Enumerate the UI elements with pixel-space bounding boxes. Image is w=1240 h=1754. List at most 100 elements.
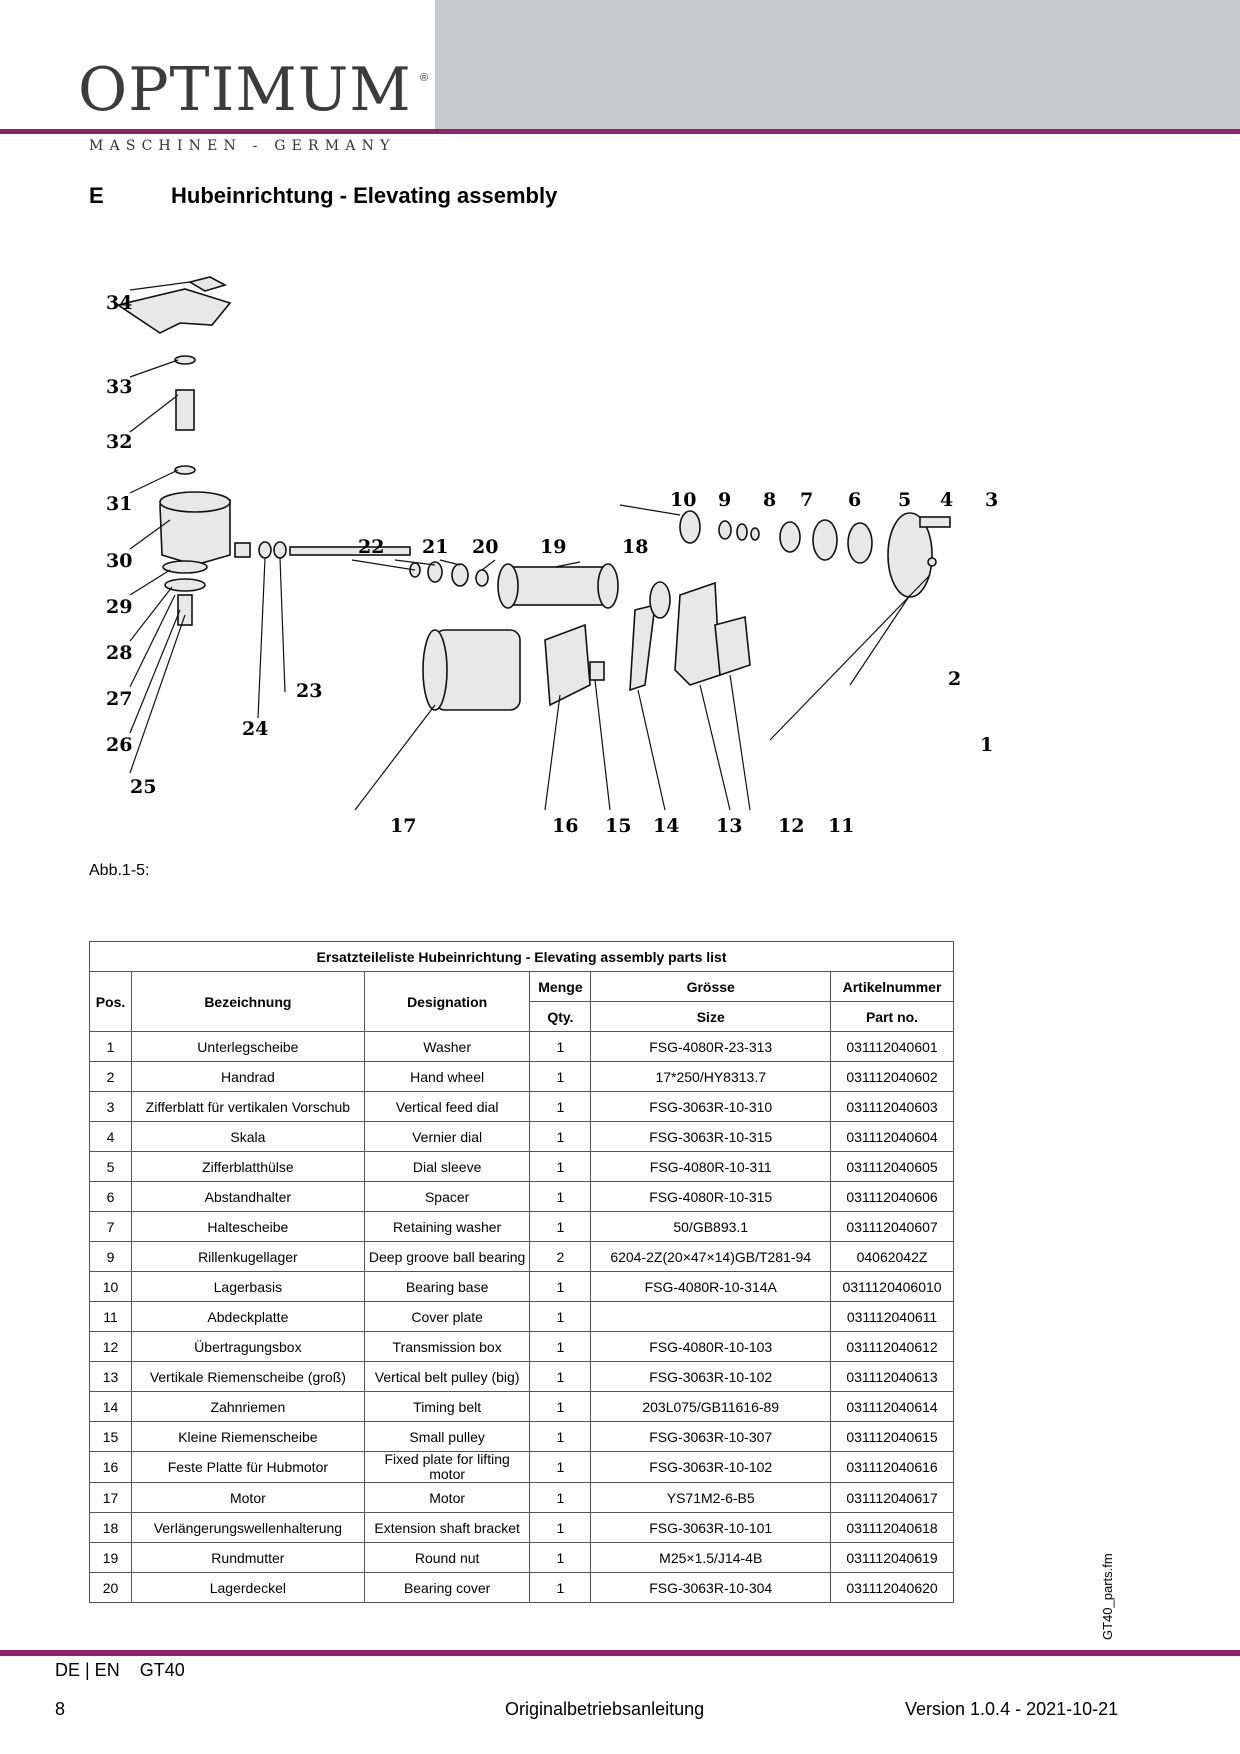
cell-qty: 1 [529, 1421, 592, 1452]
cell-qty: 1 [529, 1512, 592, 1543]
callout-22: 22 [358, 536, 384, 558]
cell-pos: 20 [89, 1572, 132, 1603]
callout-6: 6 [848, 489, 861, 511]
table-row: 15 Kleine Riemenscheibe Small pulley 1 F… [89, 1421, 954, 1452]
cell-bezeichnung: Motor [130, 1482, 365, 1513]
cell-bezeichnung: Rundmutter [130, 1542, 365, 1573]
table-title: Ersatzteileliste Hubeinrichtung - Elevat… [89, 941, 954, 972]
callout-29: 29 [106, 596, 132, 618]
callout-12: 12 [778, 815, 804, 837]
parts-list-table: Ersatzteileliste Hubeinrichtung - Elevat… [89, 941, 954, 1603]
callout-31: 31 [106, 493, 132, 515]
cell-bezeichnung: Lagerdeckel [130, 1572, 365, 1603]
logo-background [0, 0, 435, 129]
cell-size: FSG-3063R-10-315 [590, 1121, 832, 1152]
cell-qty: 1 [529, 1361, 592, 1392]
callout-4: 4 [940, 489, 953, 511]
cell-pos: 14 [89, 1391, 132, 1422]
table-row: 3 Zifferblatt für vertikalen Vorschub Ve… [89, 1091, 954, 1122]
cell-qty: 1 [529, 1211, 592, 1242]
cell-part-no: 031112040612 [830, 1331, 954, 1362]
cell-size: FSG-3063R-10-304 [590, 1572, 832, 1603]
cell-bezeichnung: Übertragungsbox [130, 1331, 365, 1362]
callout-33: 33 [106, 376, 132, 398]
cell-designation: Cover plate [363, 1301, 531, 1332]
table-row: 4 Skala Vernier dial 1 FSG-3063R-10-315 … [89, 1121, 954, 1152]
cell-size: FSG-4080R-10-103 [590, 1331, 832, 1362]
cell-size: 50/GB893.1 [590, 1211, 832, 1242]
cell-part-no: 031112040618 [830, 1512, 954, 1543]
cell-qty: 1 [529, 1121, 592, 1152]
cell-size: FSG-4080R-10-314A [590, 1271, 832, 1302]
callout-26: 26 [106, 734, 132, 756]
callout-30: 30 [106, 550, 132, 572]
callout-32: 32 [106, 431, 132, 453]
callout-5: 5 [898, 489, 911, 511]
brand-tagline: MASCHINEN - GERMANY [89, 138, 396, 154]
callout-25: 25 [130, 776, 156, 798]
cell-pos: 15 [89, 1421, 132, 1452]
cell-size: FSG-4080R-10-311 [590, 1151, 832, 1182]
cell-bezeichnung: Abstandhalter [130, 1181, 365, 1212]
header-rule [0, 129, 1240, 134]
cell-designation: Motor [363, 1482, 531, 1513]
cell-part-no: 031112040616 [830, 1451, 954, 1483]
header-designation: Designation [363, 971, 531, 1032]
table-row: 12 Übertragungsbox Transmission box 1 FS… [89, 1331, 954, 1362]
callout-9: 9 [718, 489, 731, 511]
callout-8: 8 [763, 489, 776, 511]
page-number: 8 [55, 1699, 66, 1719]
callout-24: 24 [242, 718, 268, 740]
cell-part-no: 031112040617 [830, 1482, 954, 1513]
table-row: 9 Rillenkugellager Deep groove ball bear… [89, 1241, 954, 1272]
table-row: 7 Haltescheibe Retaining washer 1 50/GB8… [89, 1211, 954, 1242]
section-letter: E [89, 183, 104, 208]
cell-bezeichnung: Skala [130, 1121, 365, 1152]
cell-bezeichnung: Zahnriemen [130, 1391, 365, 1422]
table-row: 5 Zifferblatthülse Dial sleeve 1 FSG-408… [89, 1151, 954, 1182]
table-row: 19 Rundmutter Round nut 1 M25×1.5/J14-4B… [89, 1542, 954, 1573]
cell-designation: Transmission box [363, 1331, 531, 1362]
cell-bezeichnung: Lagerbasis [130, 1271, 365, 1302]
cell-designation: Vertical feed dial [363, 1091, 531, 1122]
cell-qty: 1 [529, 1091, 592, 1122]
cell-qty: 1 [529, 1271, 592, 1302]
callout-17: 17 [390, 815, 416, 837]
cell-qty: 1 [529, 1572, 592, 1603]
table-row: 16 Feste Platte für Hubmotor Fixed plate… [89, 1451, 954, 1483]
callout-1: 1 [980, 734, 993, 756]
cell-designation: Bearing base [363, 1271, 531, 1302]
brand-logo: OPTIMUM [78, 55, 412, 125]
cell-bezeichnung: Rillenkugellager [130, 1241, 365, 1272]
cell-designation: Bearing cover [363, 1572, 531, 1603]
cell-designation: Vertical belt pulley (big) [363, 1361, 531, 1392]
cell-part-no: 031112040620 [830, 1572, 954, 1603]
header-menge: Menge [529, 971, 592, 1002]
cell-pos: 10 [89, 1271, 132, 1302]
cell-size: FSG-3063R-10-102 [590, 1451, 832, 1483]
file-name: GT40_parts.fm [1100, 1553, 1115, 1640]
cell-part-no: 031112040607 [830, 1211, 954, 1242]
cell-part-no: 031112040605 [830, 1151, 954, 1182]
header-size: Size [590, 1001, 832, 1032]
cell-qty: 1 [529, 1181, 592, 1212]
cell-part-no: 031112040601 [830, 1031, 954, 1062]
cell-qty: 1 [529, 1482, 592, 1513]
cell-part-no: 031112040606 [830, 1181, 954, 1212]
cell-size: FSG-3063R-10-310 [590, 1091, 832, 1122]
cell-bezeichnung: Haltescheibe [130, 1211, 365, 1242]
table-row: 20 Lagerdeckel Bearing cover 1 FSG-3063R… [89, 1572, 954, 1603]
table-row: 2 Handrad Hand wheel 1 17*250/HY8313.7 0… [89, 1061, 954, 1092]
cell-bezeichnung: Abdeckplatte [130, 1301, 365, 1332]
language-model-label: DE | EN GT40 [55, 1660, 185, 1680]
table-row: 13 Vertikale Riemenscheibe (groß) Vertic… [89, 1361, 954, 1392]
cell-pos: 3 [89, 1091, 132, 1122]
cell-designation: Fixed plate for lifting motor [363, 1451, 531, 1483]
cell-qty: 1 [529, 1542, 592, 1573]
cell-pos: 17 [89, 1482, 132, 1513]
cell-qty: 1 [529, 1061, 592, 1092]
cell-pos: 5 [89, 1151, 132, 1182]
section-title: Hubeinrichtung - Elevating assembly [171, 183, 558, 208]
cell-designation: Vernier dial [363, 1121, 531, 1152]
cell-designation: Retaining washer [363, 1211, 531, 1242]
